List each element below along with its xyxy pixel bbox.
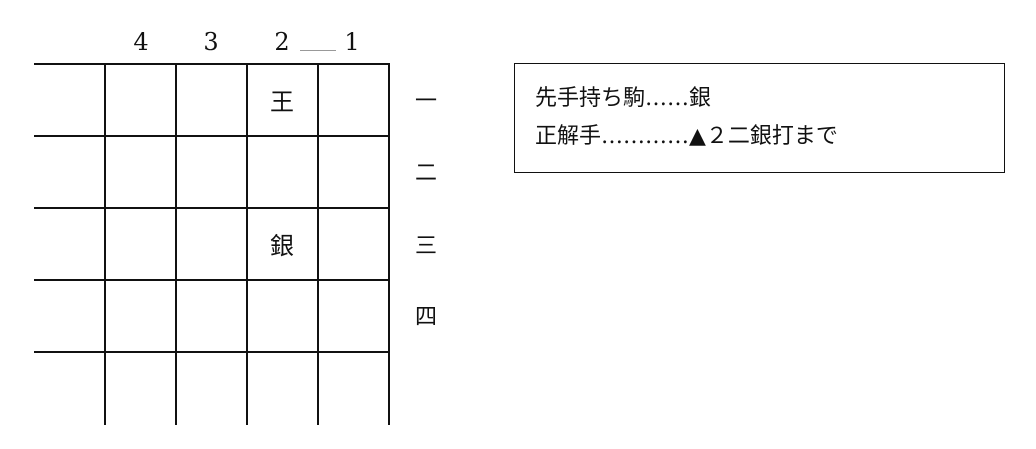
piece-silver: 銀: [270, 232, 294, 260]
board-line-h1: [34, 63, 390, 65]
piece-king: 王: [270, 88, 294, 116]
board-line-v1: [104, 63, 106, 425]
board-line-h3: [34, 207, 390, 209]
board-line-h4: [34, 279, 390, 281]
board-line-v3: [246, 63, 248, 425]
file-label-2: 2: [274, 28, 290, 56]
problem-info-box: 先手持ち駒……銀 正解手…………▲２二銀打まで: [514, 63, 1005, 173]
board-line-h5: [34, 351, 390, 353]
rank-label-4: 四: [414, 305, 437, 330]
rank-label-1: 一: [414, 89, 437, 114]
correct-move-text: 正解手…………▲２二銀打まで: [535, 124, 838, 149]
label-underline: [300, 50, 336, 51]
file-label-3: 3: [203, 28, 219, 56]
pieces-in-hand-text: 先手持ち駒……銀: [535, 86, 712, 111]
file-label-1: 1: [344, 28, 360, 56]
rank-label-3: 三: [414, 234, 437, 259]
rank-label-2: 二: [414, 161, 437, 186]
board-line-v5: [388, 63, 390, 425]
board-line-v4: [317, 63, 319, 425]
board-line-v2: [175, 63, 177, 425]
board-line-h2: [34, 135, 390, 137]
file-label-4: 4: [133, 28, 149, 56]
